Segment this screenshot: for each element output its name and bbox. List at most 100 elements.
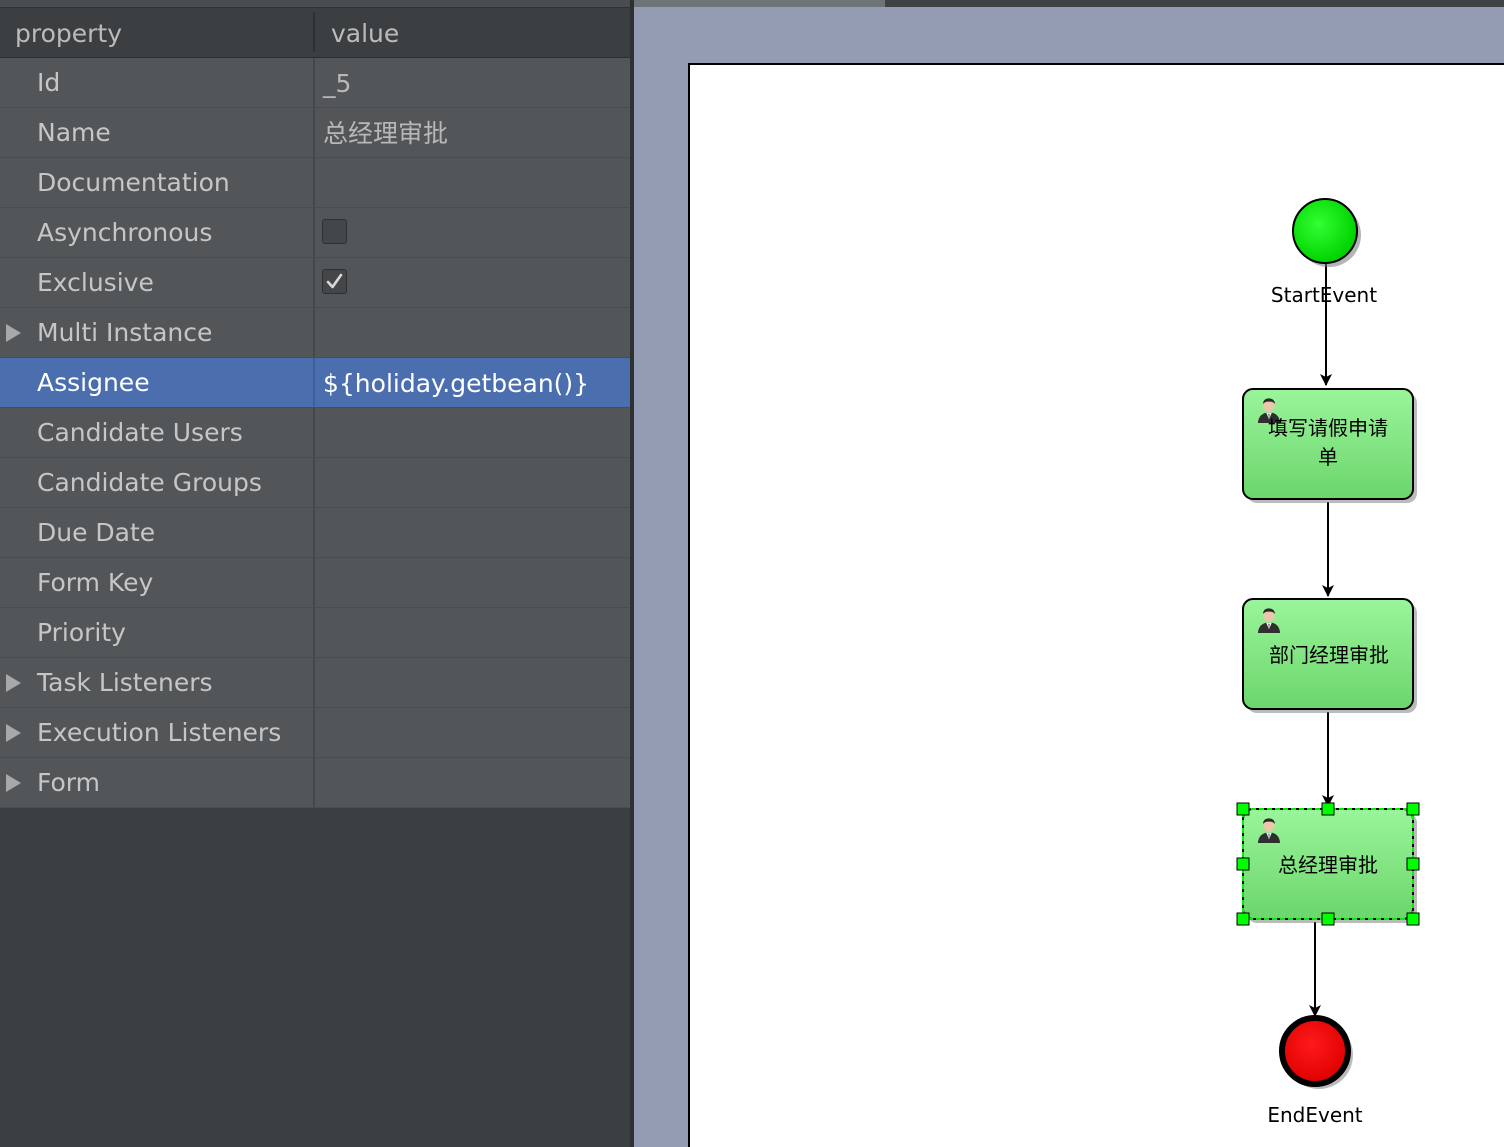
diagram-canvas[interactable]: StartEvent 填写请假申请 单 部门经理审批: [688, 63, 1504, 1147]
property-row-asynchronous[interactable]: Asynchronous: [0, 208, 632, 258]
property-name-cell[interactable]: Form Key: [0, 558, 313, 607]
expand-arrow-icon[interactable]: [6, 774, 21, 792]
column-separator: [313, 758, 315, 807]
property-value[interactable]: _5: [323, 69, 352, 98]
end-event[interactable]: [1279, 1015, 1353, 1089]
property-value-cell-id[interactable]: _5: [315, 58, 630, 107]
property-row-form-key[interactable]: Form Key: [0, 558, 632, 608]
panel-top-border: [0, 0, 632, 8]
property-row-documentation[interactable]: Documentation: [0, 158, 632, 208]
user-task-3-selected[interactable]: 总经理审批: [1236, 802, 1420, 926]
property-value-cell-assignee[interactable]: ${holiday.getbean()}: [315, 358, 630, 407]
task-3-label: 总经理审批: [1278, 853, 1378, 877]
property-label: Execution Listeners: [37, 718, 282, 747]
property-name-cell[interactable]: Due Date: [0, 508, 313, 557]
user-task-2[interactable]: 部门经理审批: [1242, 598, 1417, 713]
asynchronous-checkbox[interactable]: [322, 219, 347, 244]
resize-handle-s[interactable]: [1321, 912, 1335, 926]
column-separator: [313, 558, 315, 607]
property-value-cell-form-key[interactable]: [315, 558, 630, 607]
property-value-cell-execution-listeners[interactable]: [315, 708, 630, 757]
property-row-priority[interactable]: Priority: [0, 608, 632, 658]
property-name-cell[interactable]: Multi Instance: [0, 308, 313, 357]
property-name-cell[interactable]: Asynchronous: [0, 208, 313, 257]
checkmark-icon: [326, 273, 343, 289]
resize-handle-e[interactable]: [1406, 857, 1420, 871]
property-label: Candidate Users: [37, 418, 243, 447]
expand-arrow-icon[interactable]: [6, 724, 21, 742]
exclusive-checkbox[interactable]: [322, 269, 347, 294]
property-name-cell[interactable]: Name: [0, 108, 313, 157]
column-separator: [313, 408, 315, 457]
property-value-cell-candidate-users[interactable]: [315, 408, 630, 457]
resize-handle-n[interactable]: [1321, 802, 1335, 816]
property-value-cell-candidate-groups[interactable]: [315, 458, 630, 507]
resize-handle-w[interactable]: [1236, 857, 1250, 871]
expand-arrow-icon[interactable]: [6, 674, 21, 692]
property-label: Name: [37, 118, 111, 147]
start-event[interactable]: [1292, 198, 1361, 267]
property-name-cell[interactable]: Id: [0, 58, 313, 107]
resize-handle-sw[interactable]: [1236, 912, 1250, 926]
panel-splitter[interactable]: [630, 0, 634, 1147]
resize-handle-ne[interactable]: [1406, 802, 1420, 816]
property-label: Id: [37, 68, 61, 97]
column-separator: [313, 458, 315, 507]
property-row-due-date[interactable]: Due Date: [0, 508, 632, 558]
property-name-cell[interactable]: Assignee: [0, 358, 313, 407]
property-name-cell[interactable]: Priority: [0, 608, 313, 657]
property-name-cell[interactable]: Form: [0, 758, 313, 807]
resize-handle-se[interactable]: [1406, 912, 1420, 926]
property-value-cell-exclusive[interactable]: [315, 258, 630, 307]
bpmn-diagram[interactable]: StartEvent 填写请假申请 单 部门经理审批: [690, 65, 1504, 1147]
column-resize-handle[interactable]: [313, 12, 315, 52]
property-row-multi-instance[interactable]: Multi Instance: [0, 308, 632, 358]
expand-arrow-icon[interactable]: [6, 324, 21, 342]
property-name-cell[interactable]: Candidate Users: [0, 408, 313, 457]
property-value[interactable]: 总经理审批: [323, 119, 449, 148]
property-value-cell-due-date[interactable]: [315, 508, 630, 557]
property-value-cell-form[interactable]: [315, 758, 630, 807]
value-column-header[interactable]: value: [331, 19, 400, 48]
column-separator: [313, 208, 315, 257]
property-row-task-listeners[interactable]: Task Listeners: [0, 658, 632, 708]
task-1-label-line1: 填写请假申请: [1268, 416, 1388, 440]
property-name-cell[interactable]: Candidate Groups: [0, 458, 313, 507]
column-separator: [313, 258, 315, 307]
property-name-cell[interactable]: Exclusive: [0, 258, 313, 307]
property-row-name[interactable]: Name 总经理审批: [0, 108, 632, 158]
column-separator: [313, 508, 315, 557]
bpmn-diagram-area[interactable]: StartEvent 填写请假申请 单 部门经理审批: [634, 0, 1504, 1147]
property-value-cell-name[interactable]: 总经理审批: [315, 108, 630, 157]
property-label: Assignee: [37, 368, 150, 397]
property-value-cell-priority[interactable]: [315, 608, 630, 657]
property-label: Form: [37, 768, 100, 797]
property-row-candidate-users[interactable]: Candidate Users: [0, 408, 632, 458]
editor-tab[interactable]: [634, 0, 885, 7]
property-row-id[interactable]: Id _5: [0, 58, 632, 108]
property-row-assignee[interactable]: Assignee ${holiday.getbean()}: [0, 358, 632, 408]
property-value-cell-task-listeners[interactable]: [315, 658, 630, 707]
user-task-1[interactable]: 填写请假申请 单: [1242, 388, 1417, 503]
property-name-cell[interactable]: Execution Listeners: [0, 708, 313, 757]
property-column-header[interactable]: property: [15, 19, 123, 48]
column-separator: [313, 358, 315, 407]
property-name-cell[interactable]: Documentation: [0, 158, 313, 207]
property-label: Task Listeners: [37, 668, 213, 697]
column-separator: [313, 658, 315, 707]
assignee-value[interactable]: ${holiday.getbean()}: [323, 369, 590, 398]
property-row-exclusive[interactable]: Exclusive: [0, 258, 632, 308]
editor-tab-bar: [634, 0, 1504, 7]
column-separator: [313, 58, 315, 107]
resize-handle-nw[interactable]: [1236, 802, 1250, 816]
property-value-cell-multi-instance[interactable]: [315, 308, 630, 357]
property-row-execution-listeners[interactable]: Execution Listeners: [0, 708, 632, 758]
property-value-cell-asynchronous[interactable]: [315, 208, 630, 257]
properties-table-header: property value: [0, 8, 632, 58]
property-row-candidate-groups[interactable]: Candidate Groups: [0, 458, 632, 508]
property-label: Candidate Groups: [37, 468, 262, 497]
property-value-cell-documentation[interactable]: [315, 158, 630, 207]
property-row-form[interactable]: Form: [0, 758, 632, 808]
property-name-cell[interactable]: Task Listeners: [0, 658, 313, 707]
